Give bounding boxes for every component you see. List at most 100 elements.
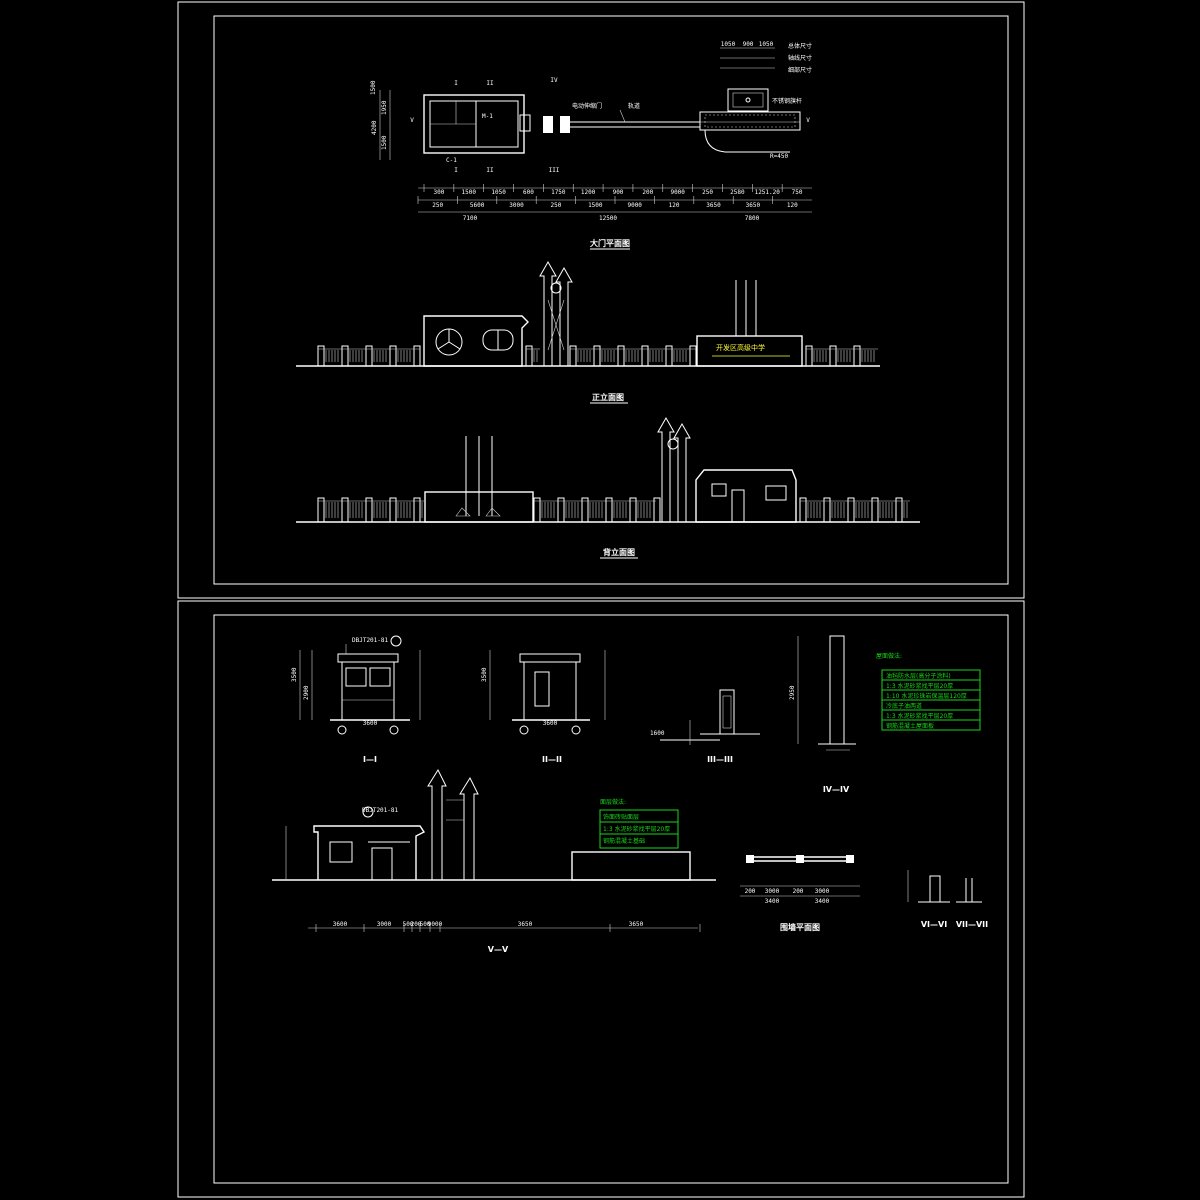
plan-dim2-2: 3000 — [509, 202, 524, 209]
sec5-dim-1: 3000 — [377, 921, 392, 928]
plan-vdim-2: 1950 — [381, 100, 388, 115]
notes2-header: 面层做法: — [600, 798, 626, 806]
sheet-top-outer-border — [177, 1, 1025, 599]
section-7-7: VII—VII — [956, 878, 988, 929]
sec4-dim: 2950 — [789, 685, 796, 700]
sec2-dim-1: 3500 — [481, 667, 488, 682]
plan-dim1-9: 250 — [702, 189, 713, 196]
sec-mark-4: IV — [550, 77, 558, 84]
back-elevation-title: 背立面图 — [603, 547, 635, 557]
notes2-item-3: 钢筋混凝土基础 — [603, 837, 645, 845]
back-fence-right-pier — [871, 497, 879, 523]
plan-dim2-3: 250 — [550, 202, 561, 209]
plan-label-track: 轨道 — [628, 102, 640, 110]
section-6-6: VI—VI — [907, 870, 950, 929]
sheet-bottom-outer-border — [177, 600, 1025, 1198]
back-fence-center-pier — [653, 497, 661, 523]
sec5-dim-6: 3650 — [518, 921, 533, 928]
section-1-1: 3500 2900 3600 DBJT201-81 I—I — [291, 635, 421, 764]
plan-title: 大门平面图 — [590, 238, 630, 248]
sec5-dim-0: 3600 — [333, 921, 348, 928]
front-fence-center-pier — [641, 345, 649, 367]
sec5-title: V—V — [488, 945, 509, 954]
front-fence-left-pier — [317, 345, 325, 367]
back-fence-right-pier — [799, 497, 807, 523]
wall-dim-1: 200 — [745, 888, 756, 895]
plan-dim1-3: 600 — [523, 189, 534, 196]
plan-vdim-1: 1500 — [370, 80, 377, 95]
sec5-dim-2: 500 — [403, 921, 414, 928]
plan-dim2-0: 250 — [432, 202, 443, 209]
plan-label-flagpole: 不锈钢旗杆 — [772, 97, 802, 105]
notes1-item-2: 1:3 水泥砂浆找平层20厚 — [886, 682, 953, 690]
section-3-3: 1600 III—III — [650, 689, 760, 764]
sec1-callout: DBJT201-81 — [352, 637, 389, 644]
back-fence-center-pier — [533, 497, 541, 523]
sec6-title: VI—VI — [921, 920, 947, 929]
front-fence-left-pier — [389, 345, 397, 367]
plan-legend-3: 细部尺寸 — [788, 66, 812, 74]
sec1-dim-3: 3600 — [363, 720, 378, 727]
notes1-item-3: 1:10 水泥珍珠岩保温层120厚 — [886, 692, 967, 700]
back-fence-right-pier — [895, 497, 903, 523]
plan-dim2-7: 3650 — [706, 202, 721, 209]
sec5-dim-7: 3650 — [629, 921, 644, 928]
plan-dim2-5: 9000 — [627, 202, 642, 209]
plan-dim2-9: 120 — [787, 202, 798, 209]
back-fence-right-pier — [823, 497, 831, 523]
back-fence-left-pier — [341, 497, 349, 523]
notes1-item-6: 钢筋混凝土屋面板 — [886, 722, 934, 730]
front-fence-mid-pier — [525, 345, 533, 367]
wall-dim-3: 200 — [793, 888, 804, 895]
wall-dim-4: 3000 — [815, 888, 830, 895]
sec1-dim-1: 3500 — [291, 667, 298, 682]
front-fence-center-pier — [593, 345, 601, 367]
plan-dim1-6: 900 — [613, 189, 624, 196]
notes2-item-1: 饰面砖贴面层 — [603, 813, 639, 821]
sec5-dim-3: 200 — [411, 921, 422, 928]
wall-dim-5: 3400 — [765, 898, 780, 905]
sec2-title: II—II — [542, 755, 562, 764]
back-fence-right-pier — [847, 497, 855, 523]
sec3-dim: 1600 — [650, 730, 665, 737]
plan-dim1-10: 2580 — [730, 189, 745, 196]
sec5-dim-5: 9000 — [428, 921, 443, 928]
sec-mark-2b: II — [486, 167, 494, 174]
finish-notes: 面层做法: 饰面砖贴面层 1:3 水泥砂浆找平层20厚 钢筋混凝土基础 — [599, 798, 679, 849]
front-fence-center-pier — [617, 345, 625, 367]
front-fence-right-pier — [829, 345, 837, 367]
sec-mark-3: III — [549, 167, 560, 174]
plan-dim2-6: 120 — [669, 202, 680, 209]
sec1-dim-2: 2900 — [303, 685, 310, 700]
sec-mark-5b: V — [806, 117, 810, 124]
plan-dim1-4: 1750 — [551, 189, 566, 196]
plan-legend-2: 轴线尺寸 — [788, 54, 812, 62]
plan-vdim-3: 1500 — [381, 135, 388, 150]
plan-rdim-2: 900 — [743, 41, 754, 48]
notes1-header: 屋面做法: — [876, 652, 902, 660]
sec5-dim-4: 500 — [420, 921, 431, 928]
plan-dim1-0: 300 — [434, 189, 445, 196]
notes1-item-5: 1:3 水泥砂浆找平层20厚 — [886, 712, 953, 720]
plan-dim3-1: 7100 — [463, 215, 478, 222]
wall-plan-title: 围墙平面图 — [780, 922, 820, 932]
gate-plan-view: I II IV I II III V V 电动伸缩门 轨道 不锈钢旗杆 M-1 … — [370, 41, 812, 250]
sec5-callout: DBJT201-81 — [362, 807, 399, 814]
plan-vdim-4: 4200 — [371, 120, 378, 135]
sec-mark-2: II — [486, 80, 494, 87]
back-fence-left-pier — [317, 497, 325, 523]
front-elevation: 开发区高级中学 正立面图 — [296, 260, 880, 404]
back-fence-center-pier — [581, 497, 589, 523]
back-fence-left-pier — [365, 497, 373, 523]
sec-mark-5: V — [410, 117, 414, 124]
back-fence-center-pier — [629, 497, 637, 523]
plan-dim3-2: 12500 — [599, 215, 617, 222]
front-fence-right-pier — [853, 345, 861, 367]
sheet-top-inner-border — [213, 15, 1009, 585]
wall-plan: 200 3000 200 3000 3400 3400 围墙平面图 — [740, 855, 860, 932]
sec1-title: I—I — [363, 755, 377, 764]
sec-mark-1b: I — [454, 167, 458, 174]
sec-mark-1: I — [454, 80, 458, 87]
front-fence-center-pier — [665, 345, 673, 367]
